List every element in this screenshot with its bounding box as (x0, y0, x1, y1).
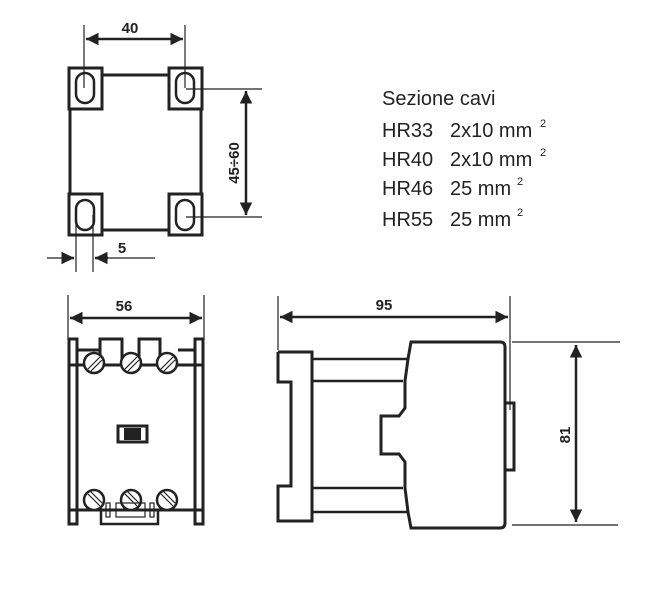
dim-top-height: 45÷60 (226, 142, 243, 184)
side-button (503, 401, 516, 472)
superscript: 2 (517, 176, 523, 188)
dim-side-height: 81 (557, 427, 574, 444)
cable-row: HR33 2x10 mm 2 (382, 118, 546, 142)
cable-section-table: Sezione cavi HR33 2x10 mm 2 HR40 2x10 mm… (382, 88, 546, 231)
terminal-screws-top (82, 351, 179, 375)
model: HR46 (382, 178, 433, 200)
cable-row: HR40 2x10 mm 2 (382, 147, 546, 171)
superscript: 2 (540, 147, 546, 159)
model: HR55 (382, 209, 433, 231)
status-indicator (116, 424, 149, 444)
dim-top-offset: 5 (118, 240, 126, 257)
section: 2x10 mm (450, 149, 532, 171)
cable-table-title: Sezione cavi (382, 88, 495, 110)
superscript: 2 (517, 207, 523, 219)
mounting-top-view: 40 45÷60 5 (47, 20, 262, 272)
model: HR33 (382, 120, 433, 142)
dim-top-width: 40 (122, 20, 139, 37)
mounting-slot (74, 71, 96, 105)
model: HR40 (382, 149, 433, 171)
dim-front-width: 56 (116, 298, 133, 315)
side-view: 95 81 (276, 296, 620, 530)
front-view: 56 (67, 295, 205, 526)
dim-side-depth: 95 (376, 297, 393, 314)
superscript: 2 (540, 118, 546, 130)
section: 2x10 mm (450, 120, 532, 142)
mounting-slot (174, 198, 196, 232)
cable-row: HR46 25 mm 2 (382, 176, 523, 200)
terminal-screws-bottom (82, 488, 179, 512)
section: 25 mm (450, 209, 511, 231)
cable-row: HR55 25 mm 2 (382, 207, 523, 231)
section: 25 mm (450, 178, 511, 200)
